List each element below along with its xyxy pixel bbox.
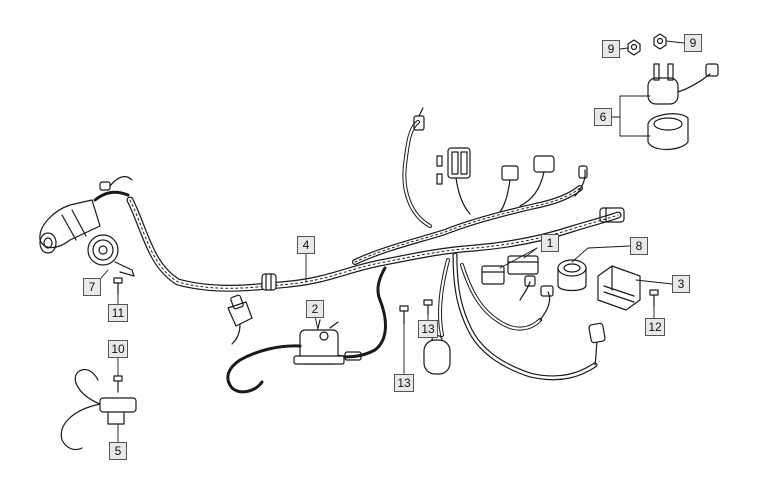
callout-10[interactable]: 10 — [108, 340, 128, 358]
flasher-unit — [557, 259, 587, 292]
starter-relay — [647, 63, 719, 151]
spark-plug-cap — [227, 294, 253, 345]
callout-7[interactable]: 7 — [83, 278, 101, 296]
callout-4[interactable]: 4 — [297, 236, 315, 254]
callout-11[interactable]: 11 — [108, 304, 128, 322]
headlight-bulb — [39, 176, 133, 254]
main-harness — [126, 196, 622, 292]
nuts — [627, 33, 667, 56]
sensor-switch — [60, 368, 137, 451]
leader-lines — [95, 40, 685, 443]
callout-9-left[interactable]: 9 — [602, 40, 620, 58]
callout-3[interactable]: 3 — [672, 275, 690, 293]
callout-1[interactable]: 1 — [541, 234, 559, 252]
lower-harness-branches — [438, 252, 606, 381]
callout-8[interactable]: 8 — [630, 237, 648, 255]
callout-13-lower[interactable]: 13 — [394, 374, 414, 392]
callout-6[interactable]: 6 — [594, 108, 612, 126]
callout-5[interactable]: 5 — [109, 442, 127, 460]
ignition-coil — [226, 319, 345, 394]
callout-2[interactable]: 2 — [306, 300, 324, 318]
callout-9-right[interactable]: 9 — [684, 34, 702, 52]
screws — [113, 277, 659, 393]
relays — [481, 255, 539, 285]
horn — [87, 234, 135, 277]
callout-13-upper[interactable]: 13 — [418, 320, 438, 338]
voltage-regulator — [597, 265, 641, 311]
callout-12[interactable]: 12 — [645, 318, 665, 336]
capacitor — [423, 334, 451, 375]
upper-harness-branch — [352, 107, 625, 265]
